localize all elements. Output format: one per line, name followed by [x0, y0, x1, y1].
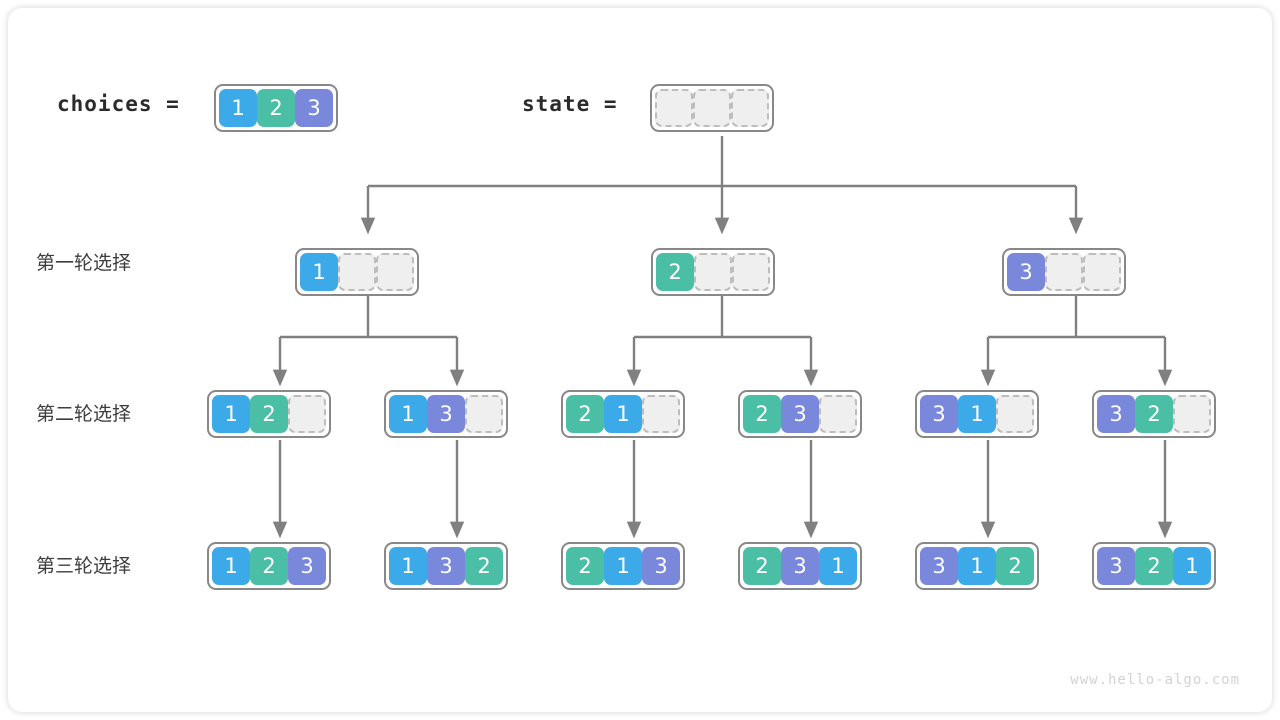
node-r3-5-cell-2: 1: [958, 547, 996, 585]
node-r2-5-cell-2: 1: [958, 395, 996, 433]
node-r2-1-cell-1: 1: [212, 395, 250, 433]
state-array: [650, 84, 774, 132]
node-r3-6-cell-1: 3: [1097, 547, 1135, 585]
node-r1-2-cell-2: [694, 253, 732, 291]
node-r3-6-cell-2: 2: [1135, 547, 1173, 585]
node-r2-4-cell-3: [819, 395, 857, 433]
watermark: www.hello-algo.com: [1070, 672, 1240, 688]
node-r2-3-cell-2: 1: [604, 395, 642, 433]
node-r1-1-cell-2: [338, 253, 376, 291]
node-r3-2-cell-1: 1: [389, 547, 427, 585]
choices-cell-2: 2: [257, 89, 295, 127]
node-r2-3-cell-1: 2: [566, 395, 604, 433]
node-r3-4-cell-2: 3: [781, 547, 819, 585]
node-round-1-3: 3: [1002, 248, 1126, 296]
node-r2-6-cell-2: 2: [1135, 395, 1173, 433]
row-label-round-1: 第一轮选择: [36, 252, 132, 274]
node-r3-4-cell-3: 1: [819, 547, 857, 585]
node-r1-3-cell-1: 3: [1007, 253, 1045, 291]
node-r3-3-cell-3: 3: [642, 547, 680, 585]
state-cell-2: [693, 89, 731, 127]
node-round-1-2: 2: [651, 248, 775, 296]
node-r3-5-cell-1: 3: [920, 547, 958, 585]
node-r2-4-cell-1: 2: [743, 395, 781, 433]
choices-label: choices =: [57, 92, 180, 116]
node-r3-1-cell-1: 1: [212, 547, 250, 585]
state-cell-1: [655, 89, 693, 127]
node-r2-4-cell-2: 3: [781, 395, 819, 433]
node-r3-6-cell-3: 1: [1173, 547, 1211, 585]
node-r2-6-cell-1: 3: [1097, 395, 1135, 433]
node-r2-5-cell-3: [996, 395, 1034, 433]
node-r3-5-cell-3: 2: [996, 547, 1034, 585]
node-r3-4-cell-1: 2: [743, 547, 781, 585]
node-r3-1-cell-3: 3: [288, 547, 326, 585]
node-r2-2-cell-3: [465, 395, 503, 433]
node-r3-3-cell-1: 2: [566, 547, 604, 585]
node-r3-1-cell-2: 2: [250, 547, 288, 585]
state-label: state =: [522, 92, 618, 116]
node-r2-2-cell-1: 1: [389, 395, 427, 433]
state-cell-3: [731, 89, 769, 127]
node-r2-2-cell-2: 3: [427, 395, 465, 433]
node-r2-5-cell-1: 3: [920, 395, 958, 433]
node-r3-2-cell-2: 3: [427, 547, 465, 585]
row-label-round-3: 第三轮选择: [36, 555, 132, 577]
node-r2-1-cell-3: [288, 395, 326, 433]
node-r2-6-cell-3: [1173, 395, 1211, 433]
node-r3-2-cell-3: 2: [465, 547, 503, 585]
row-label-round-2: 第二轮选择: [36, 403, 132, 425]
node-r1-3-cell-3: [1083, 253, 1121, 291]
choices-cell-3: 3: [295, 89, 333, 127]
node-r2-3-cell-3: [642, 395, 680, 433]
node-r2-1-cell-2: 2: [250, 395, 288, 433]
node-r1-1-cell-3: [376, 253, 414, 291]
node-r1-2-cell-1: 2: [656, 253, 694, 291]
node-r1-1-cell-1: 1: [300, 253, 338, 291]
choices-cell-1: 1: [219, 89, 257, 127]
node-round-1-1: 1: [295, 248, 419, 296]
node-r1-3-cell-2: [1045, 253, 1083, 291]
node-r1-2-cell-3: [732, 253, 770, 291]
node-r3-3-cell-2: 1: [604, 547, 642, 585]
